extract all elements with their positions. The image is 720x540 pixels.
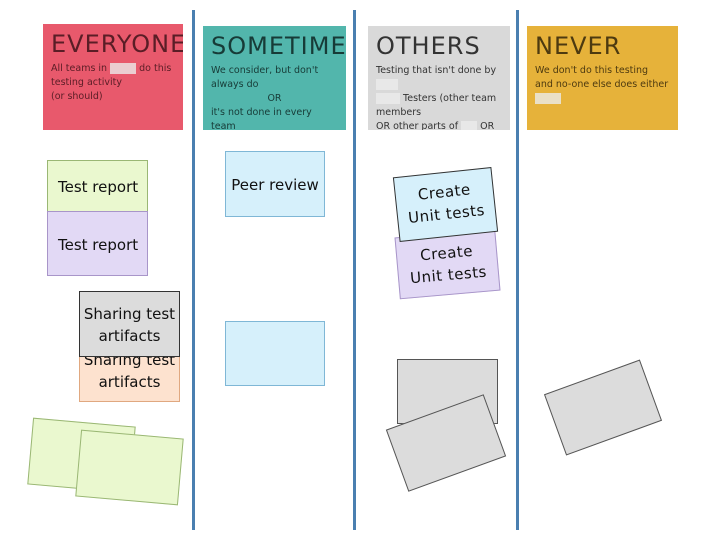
header-description: We don't do this testing and no-one else… [535,64,670,106]
peer-review-note[interactable]: Peer review [225,151,325,217]
column-divider-1 [192,10,195,530]
header-title: OTHERS [376,32,481,60]
blank-note[interactable] [225,321,325,386]
redacted-block [376,93,400,104]
redacted-block [461,121,478,130]
header-title: NEVER [535,32,622,60]
column-divider-3 [516,10,519,530]
header-card-sometimes: SOMETIMES We consider, but don't always … [203,26,346,130]
sharing-test-artifacts-note[interactable]: Sharing test artifacts [79,291,180,357]
header-description: Testing that isn't done by Testers (othe… [376,65,497,130]
header-card-others: OTHERS Testing that isn't done by Tester… [368,26,510,130]
create-unit-tests-note[interactable]: Create Unit tests [392,167,499,242]
header-card-everyone: EVERYONE All teams in do this testing ac… [43,24,183,130]
redacted-block [376,79,398,90]
redacted-block [110,63,137,74]
test-report-note[interactable]: Test report [47,160,148,213]
header-description: We consider, but don't always do OR it's… [211,65,319,130]
header-title: EVERYONE [51,30,183,58]
header-title: SOMETIMES [211,32,346,60]
header-description: All teams in do this testing activity (o… [51,63,172,102]
header-card-never: NEVER We don't do this testing and no-on… [527,26,678,130]
blank-gray-note[interactable] [543,359,663,456]
blank-note[interactable] [75,429,184,506]
redacted-block [535,93,561,104]
test-report-note[interactable]: Test report [47,211,148,276]
column-divider-2 [353,10,356,530]
